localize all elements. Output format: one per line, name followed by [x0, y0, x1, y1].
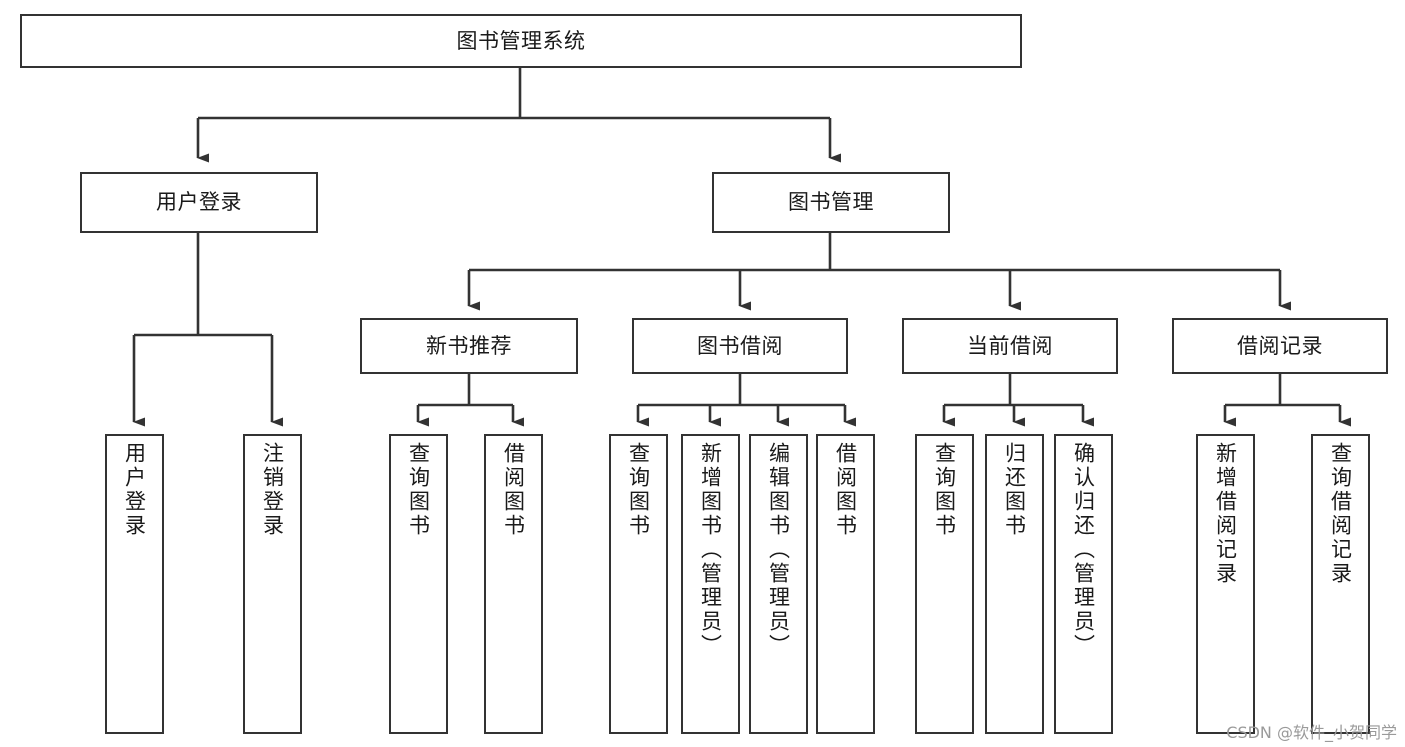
node-leaf-borrow-book-2[interactable]: 借阅图书 [816, 434, 875, 734]
node-leaf-add-record[interactable]: 新增借阅记录 [1196, 434, 1255, 734]
node-leaf-edit-book-label: 编辑图书（管理员） [766, 442, 791, 658]
node-leaf-query-record-label: 查询借阅记录 [1328, 442, 1353, 586]
node-root-label: 图书管理系统 [456, 28, 586, 53]
watermark-text: CSDN @软件_小贺同学 [1226, 723, 1397, 742]
node-book-borrow[interactable]: 图书借阅 [632, 318, 848, 374]
node-leaf-query-record[interactable]: 查询借阅记录 [1311, 434, 1370, 734]
node-new-book-recommend-label: 新书推荐 [426, 333, 512, 358]
node-leaf-borrow-book-1-label: 借阅图书 [501, 442, 526, 538]
node-leaf-user-login[interactable]: 用户登录 [105, 434, 164, 734]
node-new-book-recommend[interactable]: 新书推荐 [360, 318, 578, 374]
node-root[interactable]: 图书管理系统 [20, 14, 1022, 68]
node-book-manage-label: 图书管理 [788, 190, 874, 215]
node-user-login[interactable]: 用户登录 [80, 172, 318, 233]
node-leaf-user-login-label: 用户登录 [122, 442, 147, 538]
node-leaf-query-book-3-label: 查询图书 [932, 442, 957, 538]
node-leaf-logout-label: 注销登录 [260, 442, 285, 538]
node-leaf-confirm-return-label: 确认归还（管理员） [1071, 442, 1096, 658]
node-leaf-return-book-label: 归还图书 [1002, 442, 1027, 538]
node-book-manage[interactable]: 图书管理 [712, 172, 950, 233]
node-leaf-add-book-label: 新增图书（管理员） [698, 442, 723, 658]
node-leaf-add-book[interactable]: 新增图书（管理员） [681, 434, 740, 734]
node-book-borrow-label: 图书借阅 [697, 333, 783, 358]
node-leaf-borrow-book-1[interactable]: 借阅图书 [484, 434, 543, 734]
node-leaf-borrow-book-2-label: 借阅图书 [833, 442, 858, 538]
node-leaf-logout[interactable]: 注销登录 [243, 434, 302, 734]
node-leaf-return-book[interactable]: 归还图书 [985, 434, 1044, 734]
node-leaf-query-book-1-label: 查询图书 [406, 442, 431, 538]
node-current-borrow-label: 当前借阅 [967, 333, 1053, 358]
node-leaf-confirm-return[interactable]: 确认归还（管理员） [1054, 434, 1113, 734]
node-borrow-record-label: 借阅记录 [1237, 333, 1323, 358]
node-leaf-add-record-label: 新增借阅记录 [1213, 442, 1238, 586]
node-leaf-query-book-2-label: 查询图书 [626, 442, 651, 538]
node-current-borrow[interactable]: 当前借阅 [902, 318, 1118, 374]
node-leaf-query-book-1[interactable]: 查询图书 [389, 434, 448, 734]
node-borrow-record[interactable]: 借阅记录 [1172, 318, 1388, 374]
node-user-login-label: 用户登录 [156, 190, 242, 215]
node-leaf-query-book-2[interactable]: 查询图书 [609, 434, 668, 734]
node-leaf-query-book-3[interactable]: 查询图书 [915, 434, 974, 734]
node-leaf-edit-book[interactable]: 编辑图书（管理员） [749, 434, 808, 734]
